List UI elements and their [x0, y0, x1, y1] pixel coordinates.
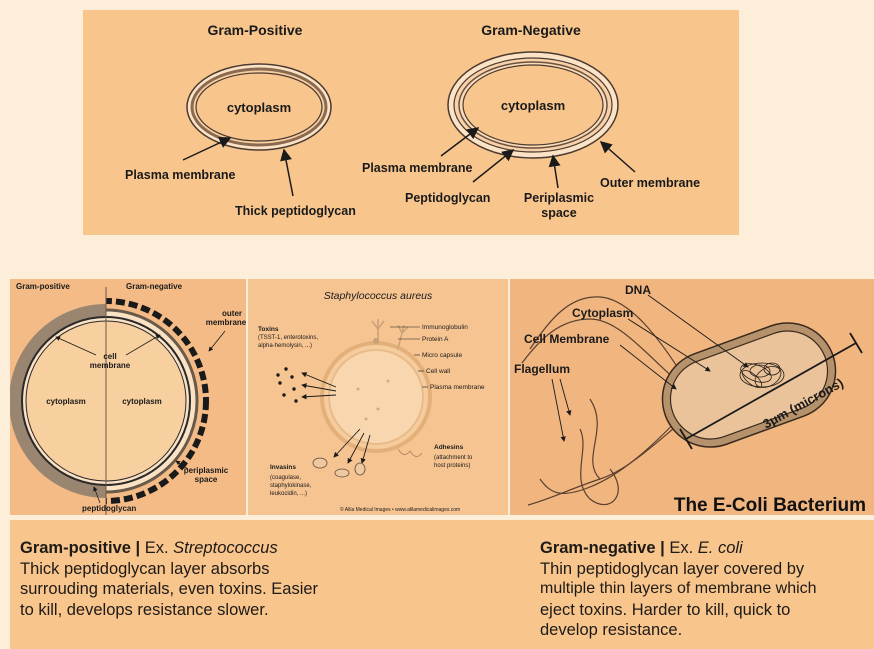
image-credit: © Alila Medical Images • www.alilamedica…	[340, 506, 460, 513]
gram-positive-description: Gram-positive | Ex. Streptococcus Thick …	[20, 538, 318, 620]
staph-cell	[322, 319, 430, 457]
gram-positive-title: Gram-Positive	[208, 22, 303, 38]
invasins-desc-line3: leukocidin, ...)	[270, 491, 307, 497]
neg-plasma-membrane-label: Plasma membrane	[362, 161, 473, 175]
micro-capsule-label: Micro capsule	[422, 352, 462, 359]
cytoplasm-left-label: cytoplasm	[46, 397, 86, 406]
invasins-desc-line2: staphylokinase,	[270, 483, 312, 489]
cytoplasm-label: Cytoplasm	[572, 306, 633, 320]
gram-positive-text-line1: Thick peptidoglycan layer absorbs	[20, 559, 318, 580]
staphylococcus-aureus-panel: Staphylococcus aureus Toxins (TSST-1, en…	[248, 279, 508, 515]
gram-positive-heading: Gram-positive | Ex. Streptococcus	[20, 538, 318, 559]
gram-negative-description: Gram-negative | Ex. E. coli Thin peptido…	[540, 538, 874, 641]
toxin-particles	[276, 367, 297, 402]
outer-membrane-label-line1: outer	[222, 309, 242, 318]
neg-periplasmic-label-line1: Periplasmic	[524, 191, 594, 205]
half-diagram-gram-positive-label: Gram-positive	[16, 282, 70, 291]
periplasmic-label-line2: space	[195, 475, 218, 484]
gram-negative-text-line3: eject toxins. Harder to kill, quick to	[540, 600, 874, 621]
neg-peptidoglycan-label: Peptidoglycan	[405, 191, 490, 205]
gram-negative-heading-label: Gram-negative |	[540, 539, 665, 557]
ecoli-bacterium-panel: 3μm (microns) DNA Cytoplasm Cell Membran…	[510, 279, 874, 515]
protein-a-label: Protein A	[422, 336, 449, 343]
gram-negative-ex-prefix: Ex.	[665, 539, 698, 557]
cell-wall-half-diagram-panel: Gram-positive Gram-negative outer membra…	[10, 279, 246, 515]
cell-wall-label: Cell wall	[426, 368, 451, 375]
gram-negative-example-species: E. coli	[698, 539, 743, 557]
staph-title: Staphylococcus aureus	[324, 290, 433, 302]
gram-negative-text-line1: Thin peptidoglycan layer covered by	[540, 559, 874, 580]
flagella	[522, 297, 685, 505]
gram-negative-text-line2: multiple thin layers of membrane which	[540, 579, 874, 600]
gram-positive-text-line2: surrouding materials, even toxins. Easie…	[20, 579, 318, 600]
peptidoglycan-label: peptidoglycan	[82, 504, 136, 513]
cell-membrane-label-line2: membrane	[90, 361, 131, 370]
gram-negative-text-line4: develop resistance.	[540, 620, 874, 641]
adhesins-desc-line1: (attachment to	[434, 455, 473, 461]
toxins-title: Toxins	[258, 326, 279, 333]
comparison-description-panel: Gram-positive | Ex. Streptococcus Thick …	[10, 520, 874, 649]
toxins-desc-line2: alpha-hemolysin, ...)	[258, 343, 312, 349]
neg-outer-membrane-label: Outer membrane	[600, 176, 700, 190]
cell-envelope-comparison-panel: Gram-Positive Gram-Negative cytoplasm Pl…	[83, 10, 739, 235]
gram-positive-heading-label: Gram-positive |	[20, 539, 140, 557]
cell-membrane-label-line1: cell	[103, 352, 116, 361]
neg-periplasmic-label-line2: space	[541, 206, 576, 220]
cell-wall-half-diagram: Gram-positive Gram-negative outer membra…	[10, 279, 246, 515]
gram-positive-example-species: Streptococcus	[173, 539, 278, 557]
dna-label: DNA	[625, 283, 651, 297]
neg-cytoplasm-label: cytoplasm	[501, 98, 565, 113]
toxins-desc-line1: (TSST-1, enterotoxins,	[258, 335, 318, 341]
gram-negative-heading: Gram-negative | Ex. E. coli	[540, 538, 874, 559]
outer-membrane-label-line2: membrane	[206, 318, 246, 327]
immunoglobulin-label: Immunoglobulin	[422, 324, 468, 331]
cytoplasm-right-label: cytoplasm	[122, 397, 162, 406]
gram-positive-text-line3: to kill, develops resistance slower.	[20, 600, 318, 621]
ecoli-bacterium-diagram: 3μm (microns) DNA Cytoplasm Cell Membran…	[510, 279, 874, 515]
flagellum-label: Flagellum	[514, 362, 570, 376]
gram-negative-title: Gram-Negative	[481, 22, 581, 38]
half-diagram-gram-negative-label: Gram-negative	[126, 282, 183, 291]
pos-plasma-membrane-label: Plasma membrane	[125, 168, 236, 182]
invasins-desc-line1: (coagulase,	[270, 475, 301, 481]
cell-envelope-comparison-diagram: Gram-Positive Gram-Negative cytoplasm Pl…	[83, 10, 739, 235]
pos-cytoplasm-label: cytoplasm	[227, 100, 291, 115]
staphylococcus-aureus-diagram: Staphylococcus aureus Toxins (TSST-1, en…	[248, 279, 508, 515]
pos-thick-peptidoglycan-label: Thick peptidoglycan	[235, 204, 356, 218]
periplasmic-label-line1: periplasmic	[184, 466, 229, 475]
adhesins-title: Adhesins	[434, 444, 464, 451]
invasin-fragments	[313, 458, 365, 477]
invasins-title: Invasins	[270, 464, 296, 471]
plasma-membrane-label: Plasma membrane	[430, 384, 485, 391]
ecoli-title: The E-Coli Bacterium	[674, 495, 866, 515]
gram-positive-ex-prefix: Ex.	[140, 539, 173, 557]
cell-membrane-label: Cell Membrane	[524, 332, 610, 346]
adhesins-desc-line2: host proteins)	[434, 463, 470, 469]
